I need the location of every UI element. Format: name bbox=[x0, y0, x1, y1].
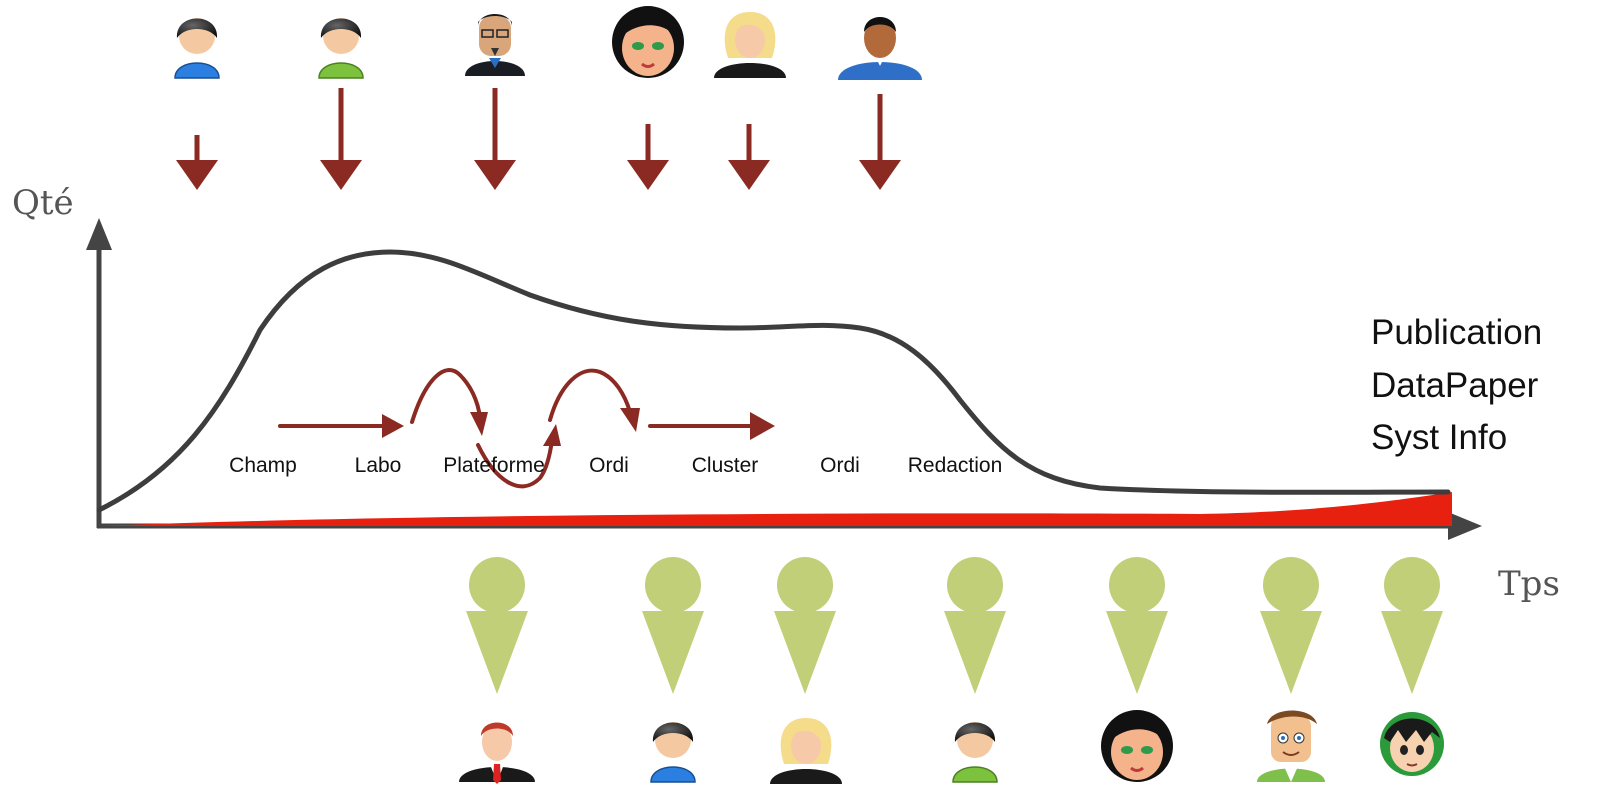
man-goatee-icon bbox=[465, 14, 525, 76]
user-green-icon bbox=[952, 722, 998, 783]
consumer-marker bbox=[1106, 557, 1168, 694]
user-blue-icon bbox=[650, 722, 696, 783]
woman-dark-hair-icon bbox=[612, 6, 684, 78]
workflow-arrow-labo-plateforme bbox=[410, 368, 488, 436]
stage-label-cluster: Cluster bbox=[691, 454, 759, 477]
producer-arrow bbox=[320, 88, 362, 190]
consumer-marker bbox=[466, 557, 528, 694]
stage-label-redaction: Redaction bbox=[907, 454, 1003, 477]
stage-label-ordi: Ordi bbox=[589, 454, 629, 477]
woman-dark-hair-icon bbox=[1101, 710, 1173, 782]
x-axis-arrowhead bbox=[1448, 512, 1482, 540]
cartoon-man-icon bbox=[1257, 710, 1325, 782]
x-axis-label: Tps bbox=[1498, 564, 1560, 604]
manga-boy-icon bbox=[1380, 712, 1444, 776]
workflow-arrow-plateforme-ordi bbox=[476, 424, 561, 489]
user-green-icon bbox=[318, 18, 364, 79]
stage-label-labo: Labo bbox=[354, 454, 402, 477]
red-band bbox=[100, 492, 1452, 526]
workflow-arrows bbox=[278, 368, 775, 489]
user-blue-icon bbox=[174, 18, 220, 79]
man-blue-shirt-icon bbox=[838, 17, 922, 80]
quantity-curve bbox=[96, 249, 1451, 513]
producer-arrow bbox=[176, 135, 218, 190]
workflow-arrow-ordi-loop bbox=[548, 368, 640, 432]
woman-blonde-icon bbox=[714, 12, 786, 78]
output-label-datapaper: DataPaper bbox=[1371, 366, 1539, 405]
output-label-syst-info: Syst Info bbox=[1371, 418, 1508, 457]
producer-arrow bbox=[474, 88, 516, 190]
y-axis-arrowhead bbox=[86, 218, 112, 250]
producer-arrows bbox=[176, 88, 901, 190]
consumer-marker bbox=[1381, 557, 1443, 694]
producer-arrow bbox=[728, 124, 770, 190]
producer-arrow bbox=[627, 124, 669, 190]
stage-label-ordi-2: Ordi bbox=[820, 454, 860, 477]
producer-arrow bbox=[859, 94, 901, 190]
consumer-marker bbox=[642, 557, 704, 694]
y-axis-label: Qté bbox=[12, 183, 74, 223]
stage-label-plateforme: Plateforme bbox=[443, 454, 545, 477]
consumer-marker bbox=[1260, 557, 1322, 694]
consumer-marker bbox=[774, 557, 836, 694]
man-red-tie-icon bbox=[459, 722, 535, 784]
workflow-arrow-champ-labo bbox=[278, 414, 404, 438]
consumer-marker bbox=[944, 557, 1006, 694]
workflow-arrow-ordi-cluster bbox=[648, 412, 775, 440]
output-label-publication: Publication bbox=[1371, 313, 1543, 352]
woman-blonde-icon bbox=[770, 718, 842, 784]
consumer-markers bbox=[466, 557, 1443, 694]
stage-label-champ: Champ bbox=[229, 454, 297, 477]
